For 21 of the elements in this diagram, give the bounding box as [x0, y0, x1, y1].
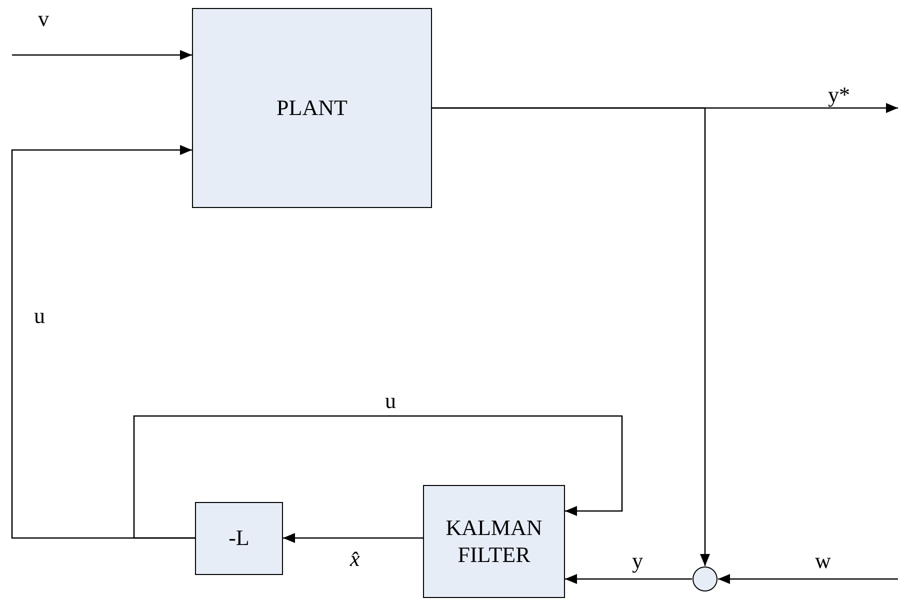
signal-label: u — [34, 305, 45, 327]
block-box — [423, 485, 565, 598]
block-label: KALMAN FILTER — [444, 515, 544, 568]
summing-junction — [692, 566, 718, 592]
signal-arrow — [565, 574, 692, 584]
signal-arrow — [11, 145, 195, 539]
signal-arrow — [432, 107, 710, 566]
block-label: -L — [228, 525, 250, 552]
signal-label: x̂ — [350, 548, 360, 570]
signal-label: y* — [828, 84, 850, 106]
block-box — [195, 502, 283, 575]
signal-arrow — [283, 533, 423, 543]
signal-arrow — [12, 50, 192, 60]
signal-arrow — [718, 574, 898, 584]
block-box — [192, 8, 432, 208]
signal-label: u — [385, 390, 396, 412]
signal-label: w — [815, 550, 831, 572]
signal-label: y — [632, 550, 643, 572]
signal-label: v — [38, 8, 49, 30]
block-label: PLANT — [276, 94, 348, 122]
signal-arrow — [133, 415, 623, 539]
